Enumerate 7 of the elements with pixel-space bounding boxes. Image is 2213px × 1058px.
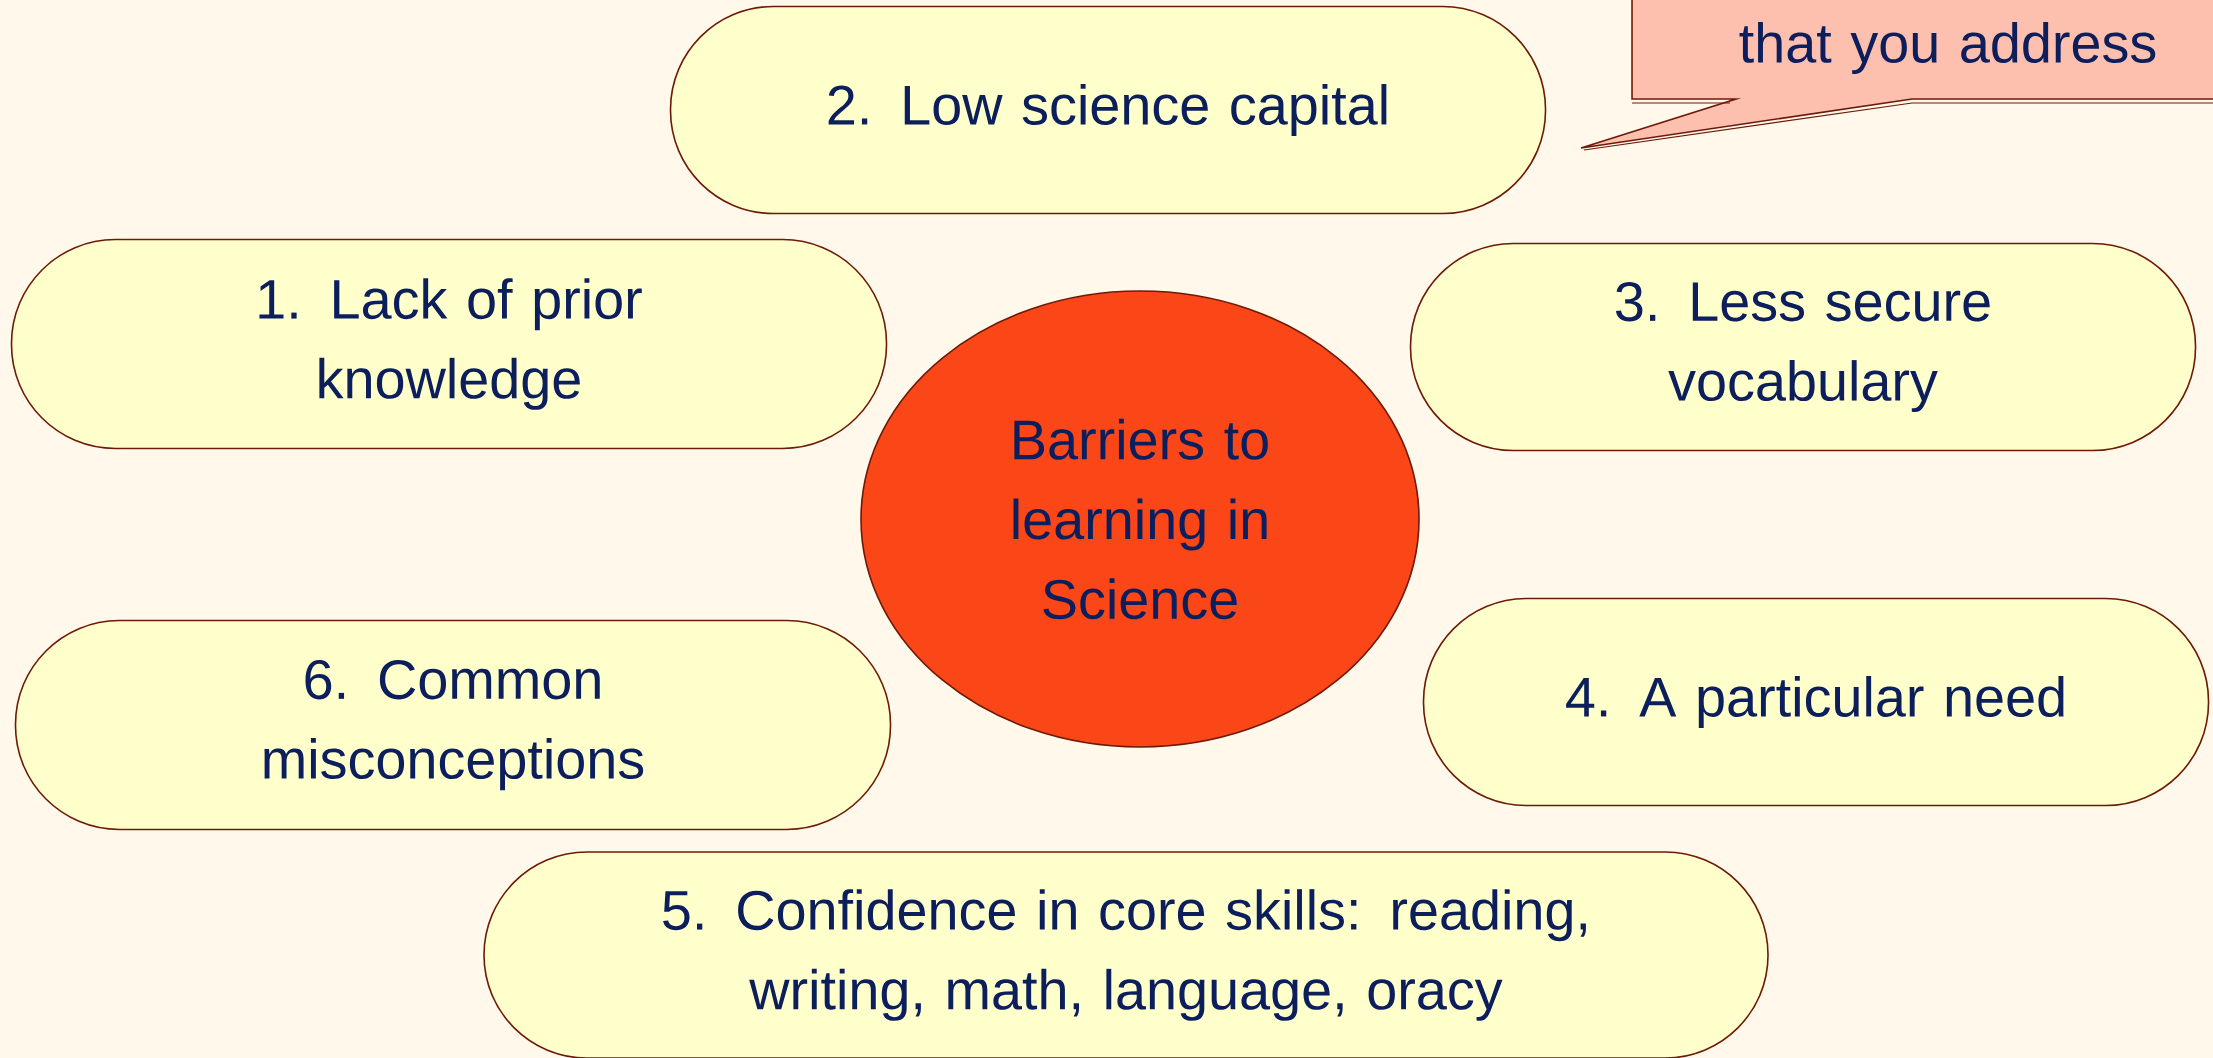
rounded-box: 5. Confidence in core skills: reading, writing, math, language, oracy	[483, 851, 1769, 1058]
rounded-box: 1. Lack of prior knowledge	[10, 238, 888, 450]
rounded-box: 4. A particular need	[1422, 597, 2210, 807]
rounded-box: 2. Low science capital	[669, 5, 1547, 215]
speech-callout: that you address	[1580, 0, 2213, 151]
rounded-box: 6. Common misconceptions	[14, 619, 892, 831]
rounded-box: 3. Less secure vocabulary	[1409, 242, 2197, 452]
